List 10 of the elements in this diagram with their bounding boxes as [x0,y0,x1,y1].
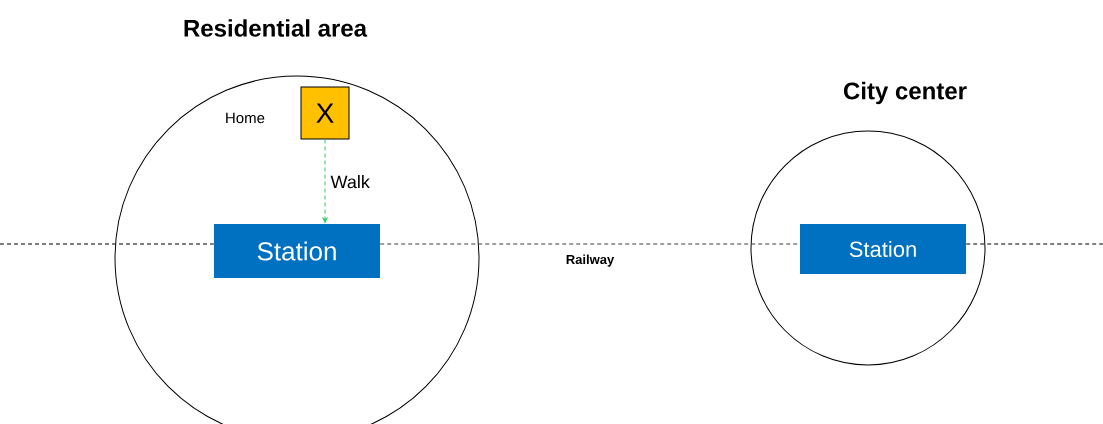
edge-label: Railway [566,254,615,267]
edge-label: Walk [330,175,370,189]
station-box: Station [214,224,380,278]
station-box: Station [800,224,966,274]
arrow [322,139,328,224]
node-label: Residential area [184,19,368,37]
node-label: City center [843,81,967,105]
railway-line [379,243,801,245]
home-label: Home [226,112,265,124]
home-box: X [300,86,350,140]
